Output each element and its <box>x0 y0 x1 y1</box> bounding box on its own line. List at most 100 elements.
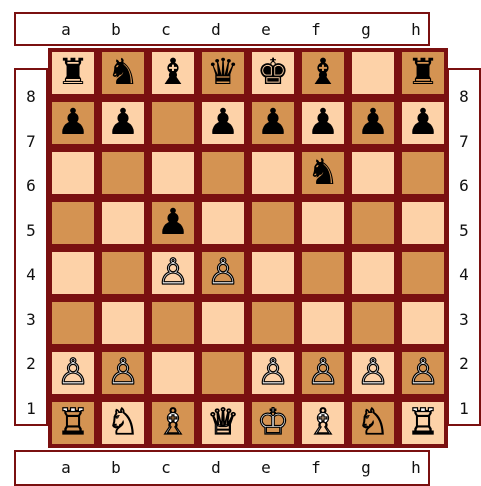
black-king-icon[interactable]: ♚ <box>257 55 289 91</box>
square-f7[interactable]: ♟ <box>300 100 346 146</box>
square-g3[interactable] <box>350 300 396 346</box>
black-pawn-icon[interactable]: ♟ <box>207 105 239 141</box>
square-c6[interactable] <box>150 150 196 196</box>
square-a3[interactable] <box>50 300 96 346</box>
square-a8[interactable]: ♜ <box>50 50 96 96</box>
square-h8[interactable]: ♜ <box>400 50 446 96</box>
black-pawn-icon[interactable]: ♟ <box>157 205 189 241</box>
square-h6[interactable] <box>400 150 446 196</box>
square-f5[interactable] <box>300 200 346 246</box>
square-a2[interactable]: ♙ <box>50 350 96 396</box>
square-e3[interactable] <box>250 300 296 346</box>
white-pawn-icon[interactable]: ♙ <box>357 355 389 391</box>
black-pawn-icon[interactable]: ♟ <box>57 105 89 141</box>
black-bishop-icon[interactable]: ♝ <box>307 55 339 91</box>
square-h1[interactable]: ♖ <box>400 400 446 446</box>
square-e5[interactable] <box>250 200 296 246</box>
square-b2[interactable]: ♙ <box>100 350 146 396</box>
square-h5[interactable] <box>400 200 446 246</box>
white-bishop-icon[interactable]: ♗ <box>307 405 339 441</box>
square-c2[interactable] <box>150 350 196 396</box>
black-pawn-icon[interactable]: ♟ <box>307 105 339 141</box>
black-pawn-icon[interactable]: ♟ <box>107 105 139 141</box>
square-c7[interactable] <box>150 100 196 146</box>
white-bishop-icon[interactable]: ♗ <box>157 405 189 441</box>
square-e1[interactable]: ♔ <box>250 400 296 446</box>
square-f6[interactable]: ♞ <box>300 150 346 196</box>
square-e2[interactable]: ♙ <box>250 350 296 396</box>
square-d2[interactable] <box>200 350 246 396</box>
black-pawn-icon[interactable]: ♟ <box>407 105 439 141</box>
black-rook-icon[interactable]: ♜ <box>407 55 439 91</box>
black-pawn-icon[interactable]: ♟ <box>257 105 289 141</box>
white-pawn-icon[interactable]: ♙ <box>257 355 289 391</box>
square-c5[interactable]: ♟ <box>150 200 196 246</box>
black-knight-icon[interactable]: ♞ <box>107 55 139 91</box>
square-b5[interactable] <box>100 200 146 246</box>
square-d6[interactable] <box>200 150 246 196</box>
square-c3[interactable] <box>150 300 196 346</box>
white-rook-icon[interactable]: ♖ <box>57 405 89 441</box>
square-f8[interactable]: ♝ <box>300 50 346 96</box>
square-f4[interactable] <box>300 250 346 296</box>
square-g4[interactable] <box>350 250 396 296</box>
square-g2[interactable]: ♙ <box>350 350 396 396</box>
square-h2[interactable]: ♙ <box>400 350 446 396</box>
square-c4[interactable]: ♙ <box>150 250 196 296</box>
square-d7[interactable]: ♟ <box>200 100 246 146</box>
square-a4[interactable] <box>50 250 96 296</box>
file-label-g-top: g <box>346 20 386 40</box>
square-d3[interactable] <box>200 300 246 346</box>
square-e4[interactable] <box>250 250 296 296</box>
square-b8[interactable]: ♞ <box>100 50 146 96</box>
white-pawn-icon[interactable]: ♙ <box>157 255 189 291</box>
square-a6[interactable] <box>50 150 96 196</box>
black-knight-icon[interactable]: ♞ <box>307 155 339 191</box>
square-h7[interactable]: ♟ <box>400 100 446 146</box>
square-g1[interactable]: ♘ <box>350 400 396 446</box>
square-b1[interactable]: ♘ <box>100 400 146 446</box>
square-b4[interactable] <box>100 250 146 296</box>
square-a1[interactable]: ♖ <box>50 400 96 446</box>
square-e7[interactable]: ♟ <box>250 100 296 146</box>
square-b3[interactable] <box>100 300 146 346</box>
square-c8[interactable]: ♝ <box>150 50 196 96</box>
white-pawn-icon[interactable]: ♙ <box>207 255 239 291</box>
square-g8[interactable] <box>350 50 396 96</box>
square-d5[interactable] <box>200 200 246 246</box>
black-pawn-icon[interactable]: ♟ <box>357 105 389 141</box>
white-knight-icon[interactable]: ♘ <box>357 405 389 441</box>
rank-label-1-right: 1 <box>449 399 479 419</box>
white-pawn-icon[interactable]: ♙ <box>57 355 89 391</box>
square-h3[interactable] <box>400 300 446 346</box>
rank-label-5-left: 5 <box>16 221 46 241</box>
white-rook-icon[interactable]: ♖ <box>407 405 439 441</box>
square-a7[interactable]: ♟ <box>50 100 96 146</box>
white-pawn-icon[interactable]: ♙ <box>407 355 439 391</box>
square-g7[interactable]: ♟ <box>350 100 396 146</box>
black-bishop-icon[interactable]: ♝ <box>157 55 189 91</box>
square-d8[interactable]: ♛ <box>200 50 246 96</box>
white-pawn-icon[interactable]: ♙ <box>107 355 139 391</box>
square-e6[interactable] <box>250 150 296 196</box>
white-king-icon[interactable]: ♔ <box>257 405 289 441</box>
black-queen-icon[interactable]: ♛ <box>207 55 239 91</box>
square-g5[interactable] <box>350 200 396 246</box>
square-c1[interactable]: ♗ <box>150 400 196 446</box>
square-d4[interactable]: ♙ <box>200 250 246 296</box>
black-rook-icon[interactable]: ♜ <box>57 55 89 91</box>
square-b7[interactable]: ♟ <box>100 100 146 146</box>
white-queen-icon[interactable]: ♕ <box>207 405 239 441</box>
square-a5[interactable] <box>50 200 96 246</box>
square-f1[interactable]: ♗ <box>300 400 346 446</box>
square-f2[interactable]: ♙ <box>300 350 346 396</box>
square-d1[interactable]: ♕ <box>200 400 246 446</box>
file-label-b-bottom: b <box>96 458 136 478</box>
square-e8[interactable]: ♚ <box>250 50 296 96</box>
white-knight-icon[interactable]: ♘ <box>107 405 139 441</box>
square-b6[interactable] <box>100 150 146 196</box>
square-h4[interactable] <box>400 250 446 296</box>
square-g6[interactable] <box>350 150 396 196</box>
square-f3[interactable] <box>300 300 346 346</box>
white-pawn-icon[interactable]: ♙ <box>307 355 339 391</box>
